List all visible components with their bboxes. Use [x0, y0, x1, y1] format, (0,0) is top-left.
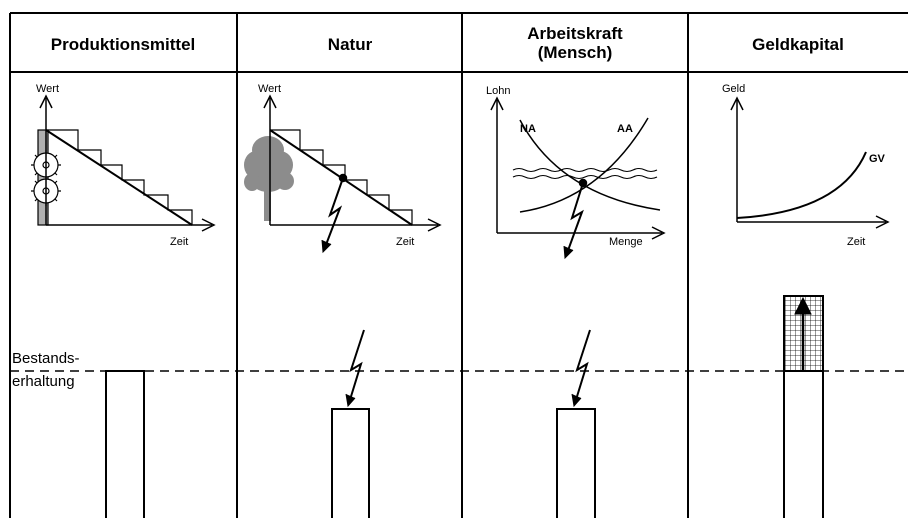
curve-label-gv: GV	[869, 153, 886, 165]
header-natur: Natur	[328, 35, 373, 54]
header-arbeitskraft: Arbeitskraft	[527, 24, 623, 43]
curve-label-na: NA	[520, 123, 536, 135]
xlabel-zeit-4: Zeit	[847, 236, 865, 248]
wavy-line-2	[513, 176, 657, 179]
wavy-line-1	[513, 169, 657, 172]
xlabel-zeit-1: Zeit	[170, 236, 188, 248]
depreciation-line	[46, 130, 192, 225]
ylabel-wert-1: Wert	[36, 83, 59, 95]
xlabel-zeit-2: Zeit	[396, 236, 414, 248]
ylabel-lohn: Lohn	[486, 85, 510, 97]
bar-arbeitskraft	[557, 409, 595, 518]
curve-label-aa: AA	[617, 123, 633, 135]
lightning-bolt-icon	[324, 178, 343, 250]
bar-natur	[332, 409, 369, 518]
xlabel-menge: Menge	[609, 236, 643, 248]
bar-geldkapital	[784, 296, 823, 518]
natur-graph	[244, 96, 440, 252]
ylabel-geld: Geld	[722, 83, 745, 95]
geldkapital-graph	[731, 98, 888, 228]
lightning-bolt-icon-arbeitskraft	[572, 330, 590, 406]
tree-icon	[244, 136, 294, 221]
header-produktionsmittel: Produktionsmittel	[51, 35, 196, 54]
header-geldkapital: Geldkapital	[752, 35, 844, 54]
baseline-label-line2: erhaltung	[12, 373, 75, 390]
baseline-label-line1: Bestands-	[12, 350, 80, 367]
bar-produktionsmittel	[106, 371, 144, 518]
lightning-bolt-icon-natur	[346, 330, 364, 406]
header-mensch: (Mensch)	[538, 43, 613, 62]
growth-curve-gv	[737, 152, 866, 218]
arbeitskraft-graph	[491, 98, 664, 258]
produktionsmittel-graph	[31, 96, 214, 231]
ylabel-wert-2: Wert	[258, 83, 281, 95]
